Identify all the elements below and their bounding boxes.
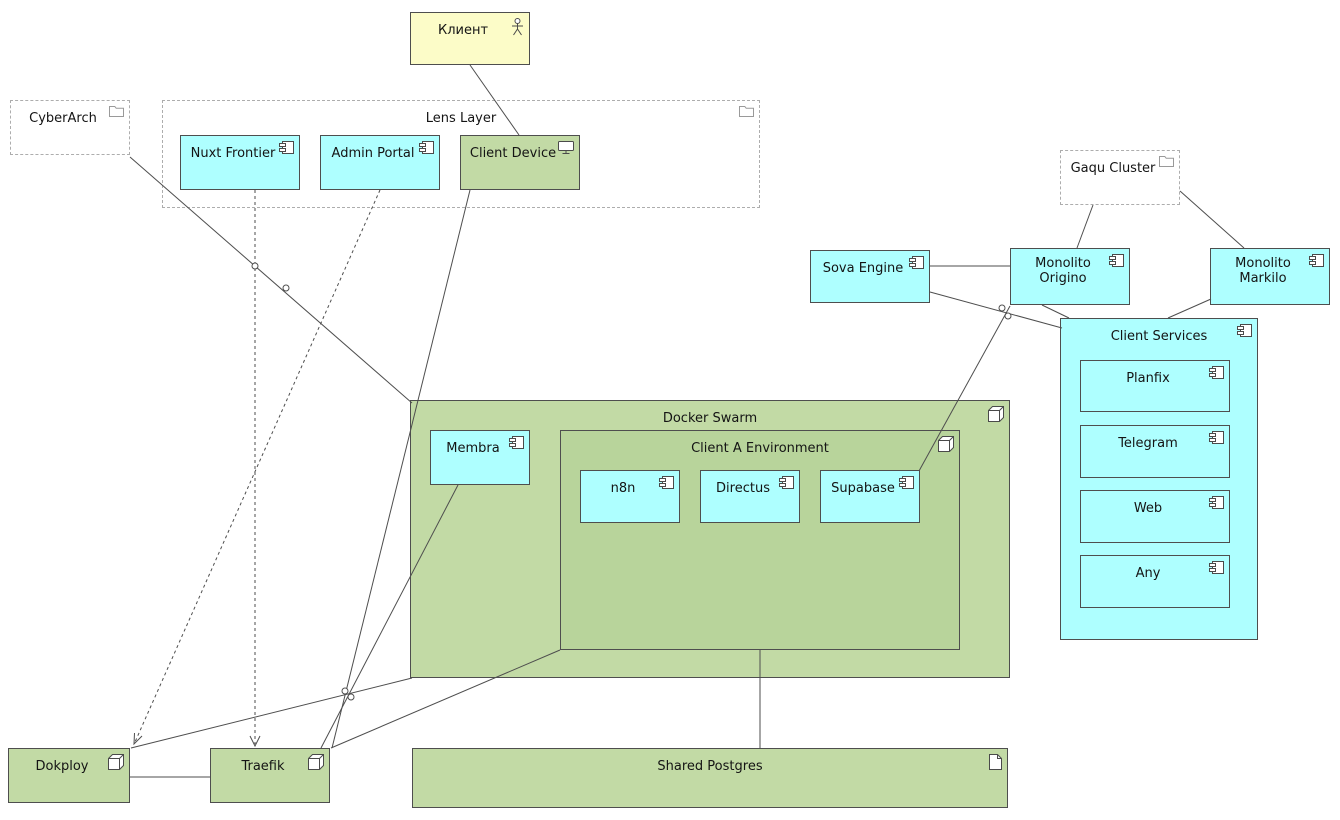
folder-icon <box>739 106 754 117</box>
component-supabase: Supabase <box>820 470 920 523</box>
component-icon <box>1209 561 1224 574</box>
component-icon <box>779 476 794 489</box>
component-icon <box>1209 431 1224 444</box>
component-icon <box>509 436 524 449</box>
package-gaqu-cluster: Gaqu Cluster <box>1060 150 1180 205</box>
component-monolito-markilo: Monolito Markilo <box>1210 248 1330 305</box>
supabase-label: Supabase <box>831 481 895 496</box>
line-jump <box>998 304 1006 312</box>
client-a-environment-label: Client A Environment <box>691 441 829 456</box>
package-cyberarch: CyberArch <box>10 100 130 155</box>
traefik-label: Traefik <box>241 759 285 774</box>
klient-label: Клиент <box>437 23 489 38</box>
display-icon <box>558 141 574 154</box>
component-icon <box>419 141 434 154</box>
gaqu-cluster-label: Gaqu Cluster <box>1070 161 1156 176</box>
node-dokploy: Dokploy <box>8 748 130 803</box>
component-nuxt-frontier: Nuxt Frontier <box>180 135 300 190</box>
folder-icon <box>109 106 124 117</box>
node-traefik: Traefik <box>210 748 330 803</box>
component-sova-engine: Sova Engine <box>810 250 930 303</box>
actor-klient: Клиент <box>410 12 530 65</box>
directus-label: Directus <box>716 481 770 496</box>
line-jump <box>282 284 290 292</box>
edge-docker-swarm-dokploy <box>130 677 413 749</box>
docker-swarm-label: Docker Swarm <box>662 411 758 426</box>
lens-layer-label: Lens Layer <box>425 111 497 126</box>
sova-engine-label: Sova Engine <box>822 261 904 276</box>
monolito-markilo-label-line2: Markilo <box>1239 271 1287 286</box>
client-device-label: Client Device <box>469 146 557 161</box>
line-jump <box>251 262 259 270</box>
edge-admin-portal-dokploy <box>134 189 381 743</box>
component-any: Any <box>1080 555 1230 608</box>
component-icon <box>1309 254 1324 267</box>
edge-gaqu-cluster-monolito-markilo <box>1179 190 1245 249</box>
component-directus: Directus <box>700 470 800 523</box>
line-jump <box>347 693 355 701</box>
planfix-label: Planfix <box>1126 371 1170 386</box>
component-icon <box>1209 496 1224 509</box>
artifact-icon <box>989 754 1002 770</box>
client-services-label: Client Services <box>1110 329 1208 344</box>
component-monolito-origino: Monolito Origino <box>1010 248 1130 305</box>
component-icon <box>659 476 674 489</box>
component-telegram: Telegram <box>1080 425 1230 478</box>
dokploy-label: Dokploy <box>35 759 89 774</box>
monolito-origino-label-line2: Origino <box>1039 271 1087 286</box>
component-icon <box>1237 324 1252 337</box>
monolito-markilo-label-line1: Monolito <box>1235 256 1291 271</box>
line-jump <box>341 687 349 695</box>
component-icon <box>279 141 294 154</box>
component-n8n: n8n <box>580 470 680 523</box>
arrowheads <box>133 732 261 748</box>
dotted-edges <box>134 189 381 744</box>
edge-monolito-markilo-client-services <box>1167 298 1212 319</box>
component-membra: Membra <box>430 430 530 485</box>
arrowhead-traefik <box>249 735 261 748</box>
node-cube-icon <box>988 406 1004 422</box>
node-cube-icon <box>308 754 324 770</box>
line-jump <box>1004 312 1012 320</box>
component-icon <box>909 256 924 269</box>
telegram-label: Telegram <box>1118 436 1178 451</box>
component-admin-portal: Admin Portal <box>320 135 440 190</box>
shared-postgres-label: Shared Postgres <box>657 759 763 774</box>
component-planfix: Planfix <box>1080 360 1230 412</box>
n8n-label: n8n <box>610 481 636 496</box>
actor-icon <box>511 18 524 36</box>
component-icon <box>899 476 914 489</box>
node-cube-icon <box>108 754 124 770</box>
folder-icon <box>1159 156 1174 167</box>
edge-monolito-origino-client-services <box>1041 304 1070 319</box>
cyberarch-label: CyberArch <box>29 111 97 126</box>
node-client-a-environment: Client A Environment <box>560 430 960 650</box>
artifact-shared-postgres: Shared Postgres <box>412 748 1008 808</box>
monolito-origino-label-line1: Monolito <box>1035 256 1091 271</box>
component-icon <box>1109 254 1124 267</box>
web-label: Web <box>1133 501 1163 516</box>
arrowhead-dokploy <box>133 732 143 746</box>
component-web: Web <box>1080 490 1230 543</box>
edge-gaqu-cluster-monolito-origino <box>1076 204 1094 249</box>
node-cube-icon <box>938 436 954 452</box>
component-icon <box>1209 366 1224 379</box>
device-client-device: Client Device <box>460 135 580 190</box>
any-label: Any <box>1135 566 1161 581</box>
